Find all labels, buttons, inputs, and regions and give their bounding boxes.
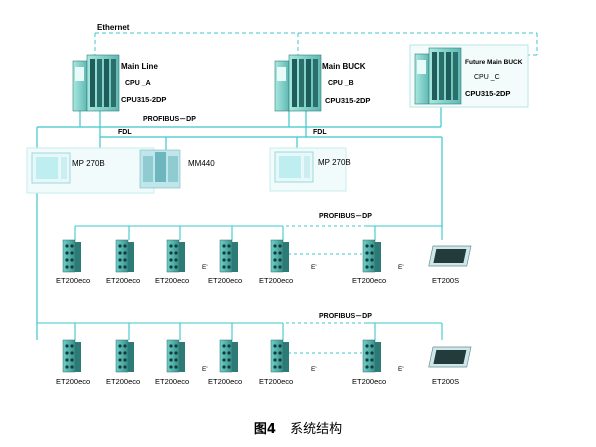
end-device-label: ET200S [432,276,459,285]
hmi-label: MP 270B [72,159,105,168]
bus-label: PROFIBUS－DP [319,213,372,220]
module-label: ET200eco [56,377,90,386]
et200eco-module [115,339,135,373]
module-label: ET200eco [352,276,386,285]
cpu-model: CPU315-2DP [465,89,510,98]
io-row-1: PROFIBUS－DP ET200eco ET200eco ET200eco E… [56,213,472,285]
fdl-label-2: FDL [313,129,327,136]
bus-label: PROFIBUS－DP [319,313,372,320]
io-row-2: PROFIBUS－DP ET200eco ET200eco ET200eco E… [37,313,472,386]
module-label: ET200eco [352,377,386,386]
et200eco-module [362,339,382,373]
et200eco-module [219,339,239,373]
fdl-label-1: FDL [118,129,132,136]
et200eco-module [270,339,290,373]
module-label: ET200eco [155,377,189,386]
e-marker: E' [398,264,404,271]
et200eco-module [270,239,290,273]
drive-mm440: MM440 [139,149,215,189]
et200eco-module [362,239,382,273]
et200s-module [428,346,472,368]
et200eco-module [115,239,135,273]
module-label: ET200eco [106,276,140,285]
e-marker: E' [202,264,208,271]
cpu-main-line: Main Line CPU _A CPU315-2DP [72,54,166,112]
module-label: ET200eco [56,276,90,285]
et200eco-module [62,339,82,373]
module-label: ET200eco [208,377,242,386]
profibus-fdl-bus [36,104,443,340]
module-label: ET200eco [155,276,189,285]
e-marker: E' [398,366,404,373]
et200eco-module [166,339,186,373]
drive-label: MM440 [188,159,215,168]
cpu-future-main-buck: Future Main BUCK CPU _C CPU315-2DP [409,44,529,108]
et200s-module [428,245,472,267]
et200eco-module [62,239,82,273]
et200eco-module [219,239,239,273]
figure-caption: 图4 系统结构 [0,418,596,437]
module-label: ET200eco [106,377,140,386]
cpu-id: CPU _A [125,80,151,87]
module-label: ET200eco [259,377,293,386]
hmi-mp270b-1: MP 270B [26,147,155,194]
cpu-name: Future Main BUCK [465,59,523,66]
et200eco-module [166,239,186,273]
cpu-model: CPU315-2DP [325,96,370,105]
hmi-mp270b-2: MP 270B [269,147,351,192]
cpu-name: Main Line [121,62,158,71]
profibus-label-top: PROFIBUS－DP [143,116,196,123]
figure-title: 系统结构 [290,422,343,437]
module-label: ET200eco [208,276,242,285]
e-marker: E' [311,366,317,373]
e-marker: E' [202,366,208,373]
cpu-id: CPU _C [474,74,500,81]
e-marker: E' [311,264,317,271]
cpu-main-buck: Main BUCK CPU _B CPU315-2DP [274,54,370,112]
ethernet-label: Ethernet [97,23,130,32]
cpu-model: CPU315-2DP [121,95,166,104]
figure-number: 图4 [253,422,276,437]
hmi-label: MP 270B [318,158,351,167]
cpu-name: Main BUCK [322,62,366,71]
end-device-label: ET200S [432,377,459,386]
cpu-id: CPU _B [328,80,354,87]
module-label: ET200eco [259,276,293,285]
